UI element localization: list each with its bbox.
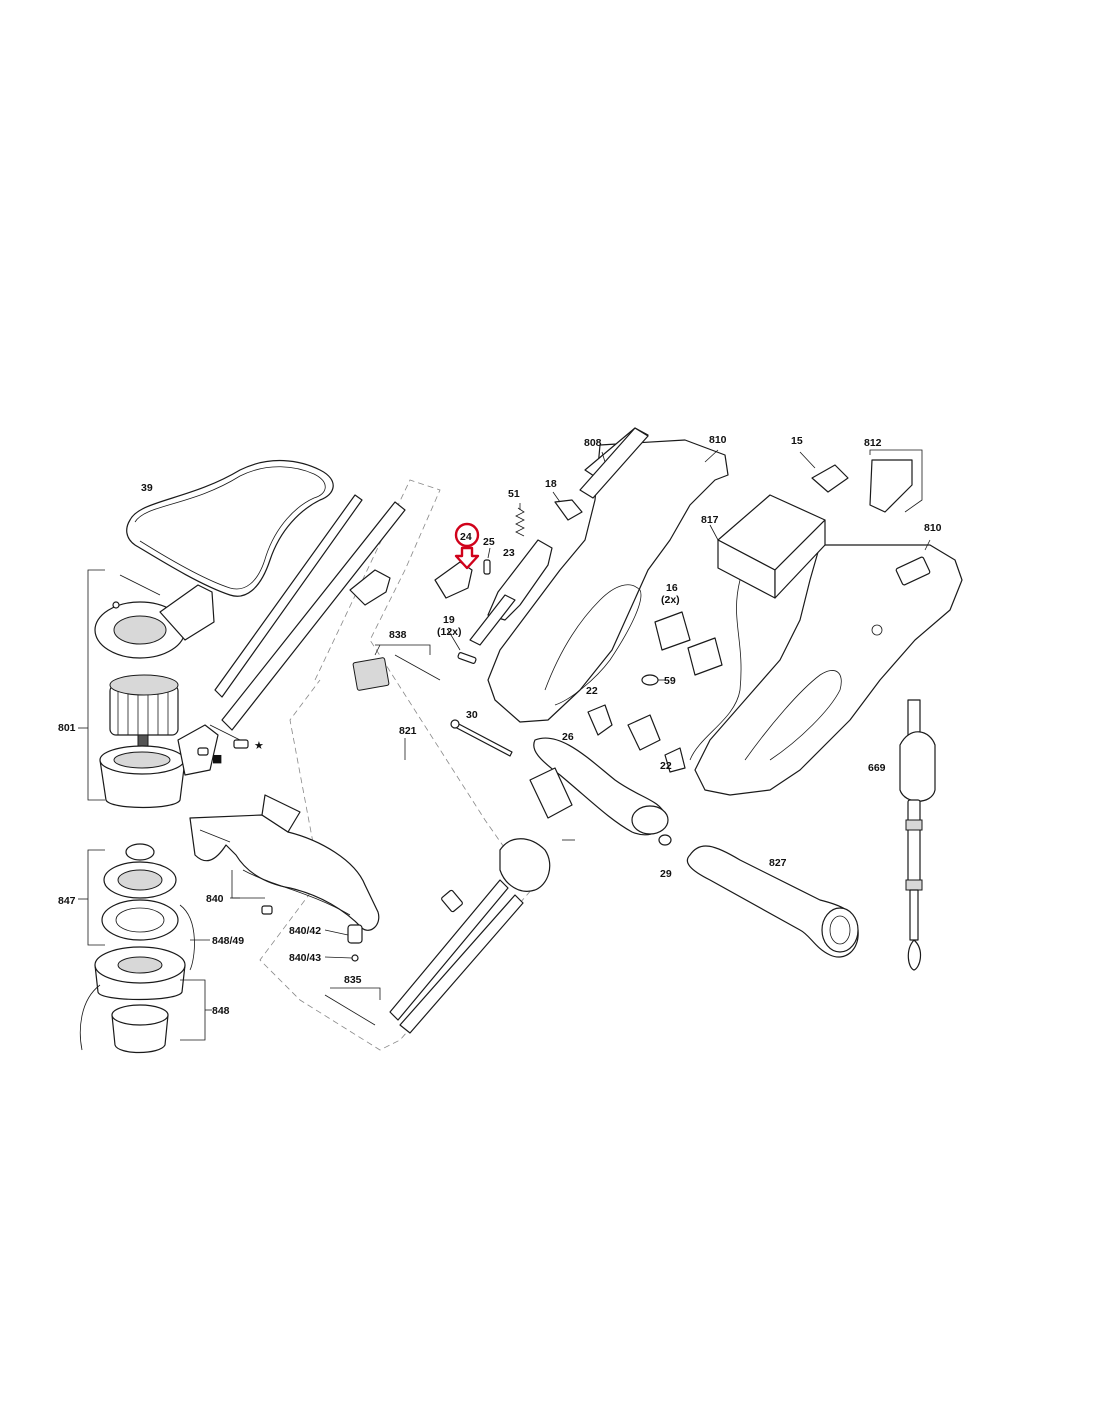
leader-lines [447, 449, 931, 651]
label-838: 838 [389, 629, 407, 641]
coupling-parts [499, 767, 575, 892]
label-817: 817 [701, 514, 719, 526]
label-22-lower: 22 [660, 760, 672, 772]
label-669: 669 [868, 762, 886, 774]
part-24-body [434, 561, 473, 599]
part-labels: 39 801 847 848/49 848 840 840/42 840/43 … [58, 434, 942, 1017]
part-840-guard [189, 794, 380, 962]
label-840-42: 840/42 [289, 925, 321, 937]
part-51-spring [515, 507, 525, 537]
part-29-washer [658, 834, 672, 846]
part-30-rod [450, 719, 513, 757]
part-838-label [352, 644, 441, 760]
label-840: 840 [206, 893, 224, 905]
label-808: 808 [584, 437, 602, 449]
label-39: 39 [141, 482, 153, 494]
highlight-arrow-icon [454, 546, 480, 570]
part-817-electronics [641, 449, 923, 761]
label-821: 821 [399, 725, 417, 737]
label-19: 19 [443, 614, 455, 626]
part-22-clips [587, 704, 686, 773]
label-18: 18 [545, 478, 557, 490]
label-59: 59 [664, 675, 676, 687]
part-808-cover [579, 427, 649, 499]
label-30: 30 [466, 709, 478, 721]
label-848: 848 [212, 1005, 230, 1017]
label-810-right: 810 [924, 522, 942, 534]
label-16-qty: (2x) [661, 594, 680, 606]
part-827-handle-grip [686, 845, 859, 958]
label-51: 51 [508, 488, 520, 500]
part-669-shoulder-strap [899, 699, 936, 971]
part-39-cable [126, 460, 334, 597]
part-810-housing-right [694, 544, 963, 796]
shaft-parts [214, 494, 524, 1034]
square-symbol: ■ [212, 752, 222, 765]
label-15: 15 [791, 435, 803, 447]
part-18-button [554, 499, 583, 521]
part-26-handle-tube [533, 737, 669, 836]
label-23: 23 [503, 547, 515, 559]
label-29: 29 [660, 868, 672, 880]
label-848-49: 848/49 [212, 935, 244, 947]
label-22-upper: 22 [586, 685, 598, 697]
label-801: 801 [58, 722, 76, 734]
label-847: 847 [58, 895, 76, 907]
star-symbol: ★ [254, 739, 264, 752]
label-26: 26 [562, 731, 574, 743]
highlight-marker [454, 522, 480, 570]
label-16: 16 [666, 582, 678, 594]
label-840-43: 840/43 [289, 952, 321, 964]
highlight-circle [454, 522, 480, 548]
part-848-trimmer-head [79, 904, 212, 1054]
label-812: 812 [864, 437, 882, 449]
part-847-spool [78, 843, 179, 946]
label-25: 25 [483, 536, 495, 548]
label-810-top: 810 [709, 434, 727, 446]
label-827: 827 [769, 857, 787, 869]
small-switch-parts [434, 539, 553, 664]
part-801-motor-assembly [78, 569, 249, 809]
label-24: 24 [460, 531, 472, 543]
label-19-qty: (12x) [437, 626, 462, 638]
label-835: 835 [344, 974, 362, 986]
assembly-outline [259, 479, 541, 1051]
